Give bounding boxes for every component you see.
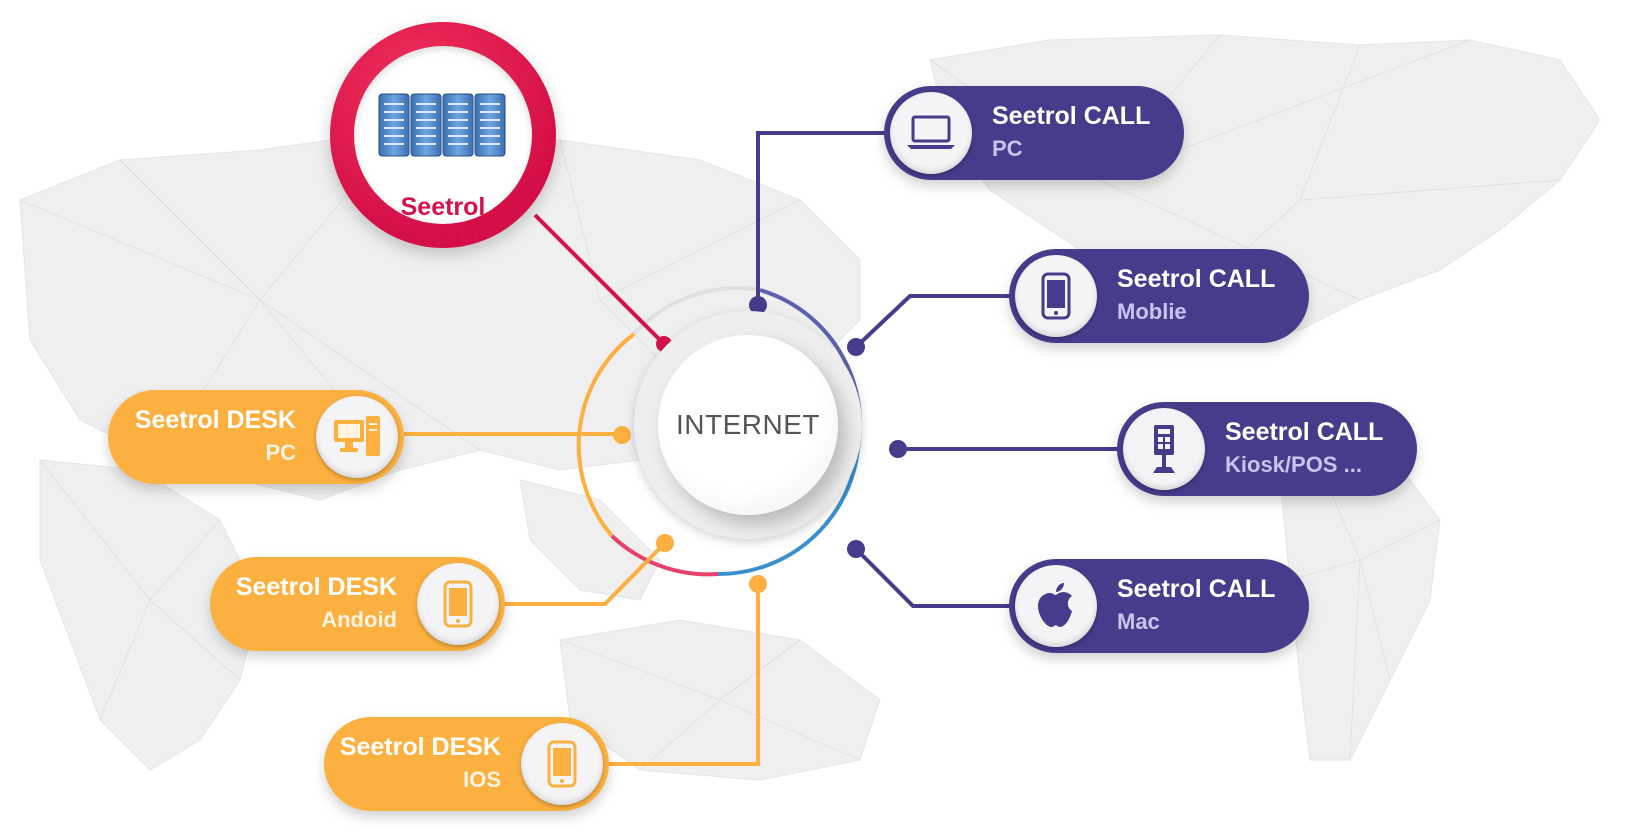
call-mac-title: Seetrol CALL [1117, 575, 1276, 603]
call-mobile-title: Seetrol CALL [1117, 265, 1276, 293]
desk-android-icon-circle [417, 563, 499, 645]
call-kiosk-icon-circle [1123, 408, 1205, 490]
ring-arc-orange [576, 332, 636, 538]
desk-android-text: Seetrol DESK Andoid [236, 575, 397, 631]
server-inner-circle: Seetrol Server [354, 46, 532, 246]
ring-arc-pink [610, 534, 719, 577]
call-mac-icon-circle [1015, 565, 1097, 647]
call-kiosk-junction-dot [889, 440, 907, 458]
server-label: Seetrol Server [354, 194, 532, 246]
laptop-icon [907, 115, 955, 149]
internet-hub-inner: INTERNET [658, 335, 838, 515]
call-pc-connector [756, 131, 885, 305]
desk-ios-title: Seetrol DESK [339, 733, 501, 761]
call-mac-node: Seetrol CALL Mac [1009, 559, 1309, 653]
call-kiosk-title: Seetrol CALL [1225, 418, 1384, 446]
call-mobile-icon-circle [1015, 255, 1097, 337]
desk-pc-icon-circle [316, 396, 398, 478]
desk-pc-title: Seetrol DESK [134, 406, 296, 434]
call-mobile-junction-dot [847, 338, 865, 356]
call-pc-title: Seetrol CALL [992, 102, 1151, 130]
smartphone-icon [547, 740, 577, 788]
call-mobile-node: Seetrol CALL Moblie [1009, 249, 1309, 343]
desk-ios-node: Seetrol DESK IOS [324, 717, 609, 811]
desk-android-title: Seetrol DESK [235, 573, 397, 601]
desktop-pc-icon [334, 416, 380, 456]
kiosk-icon [1153, 425, 1175, 473]
desk-android-node: Seetrol DESK Andoid [210, 557, 505, 651]
call-mac-connector [854, 547, 1010, 608]
internet-label: INTERNET [676, 409, 820, 440]
desk-ios-junction-dot [749, 575, 767, 593]
desk-android-subtitle: Andoid [321, 607, 397, 632]
call-mac-text: Seetrol CALL Mac [1117, 577, 1275, 633]
smartphone-icon [443, 580, 473, 628]
call-kiosk-node: Seetrol CALL Kiosk/POS ... [1117, 402, 1417, 496]
desk-pc-subtitle: PC [265, 440, 296, 465]
ring-arc-purple [717, 447, 860, 577]
server-label-line1: Seetrol [400, 193, 486, 221]
map-southeast-asia [519, 479, 661, 601]
internet-hub: INTERNET [634, 311, 862, 539]
call-kiosk-subtitle: Kiosk/POS ... [1225, 452, 1362, 477]
call-pc-icon-circle [890, 92, 972, 174]
desk-ios-icon-circle [521, 723, 603, 805]
call-pc-junction-dot [749, 296, 767, 314]
desk-pc-node: Seetrol DESK PC [108, 390, 404, 484]
ring-arc-grey [632, 286, 761, 336]
desk-android-connector [505, 541, 667, 606]
desk-ios-connector [608, 584, 760, 766]
desk-ios-subtitle: IOS [463, 767, 501, 792]
call-mac-junction-dot [847, 540, 865, 558]
call-mobile-connector [854, 294, 1010, 349]
call-kiosk-text: Seetrol CALL Kiosk/POS ... [1225, 420, 1383, 476]
smartphone-icon [1041, 272, 1071, 320]
call-mac-subtitle: Mac [1117, 609, 1160, 634]
call-mobile-subtitle: Moblie [1117, 299, 1187, 324]
server-label-line2: Server [404, 219, 482, 247]
seetrol-server-node: Seetrol Server [330, 22, 556, 248]
call-mobile-text: Seetrol CALL Moblie [1117, 267, 1275, 323]
call-pc-node: Seetrol CALL PC [884, 86, 1184, 180]
server-rack-icon [378, 93, 506, 157]
desk-ios-text: Seetrol DESK IOS [340, 735, 501, 791]
apple-icon [1038, 583, 1072, 627]
desk-pc-text: Seetrol DESK PC [135, 408, 296, 464]
desk-pc-junction-dot [613, 426, 631, 444]
desk-android-junction-dot [656, 534, 674, 552]
server-connector [533, 213, 666, 346]
call-pc-text: Seetrol CALL PC [992, 104, 1150, 160]
call-pc-subtitle: PC [992, 136, 1023, 161]
